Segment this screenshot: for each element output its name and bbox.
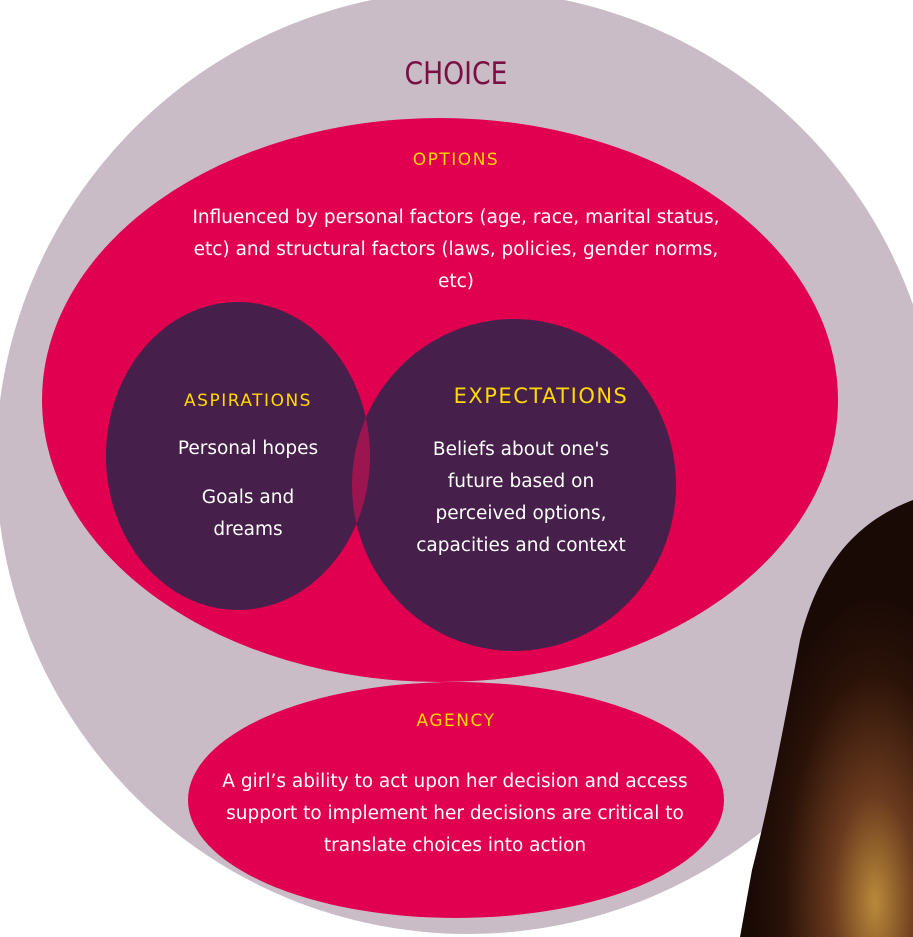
options-description: Influenced by personal factors (age, rac… (192, 207, 720, 292)
agency-description: A girl’s ability to act upon her decisio… (222, 771, 688, 856)
photo-fragment (740, 500, 913, 937)
expectations-title: EXPECTATIONS (453, 384, 629, 408)
aspirations-title: ASPIRATIONS (184, 391, 312, 411)
choice-title: CHOICE (404, 56, 508, 92)
agency-ellipse (188, 682, 724, 918)
expectations-circle (352, 319, 676, 651)
options-title: OPTIONS (412, 150, 500, 170)
aspirations-item-hopes: Personal hopes (177, 438, 319, 459)
aspirations-item-goals: Goals and dreams (201, 487, 295, 540)
agency-title: AGENCY (416, 711, 496, 731)
expectations-description: Beliefs about one's future based on perc… (416, 439, 626, 556)
aspirations-circle (106, 302, 370, 610)
